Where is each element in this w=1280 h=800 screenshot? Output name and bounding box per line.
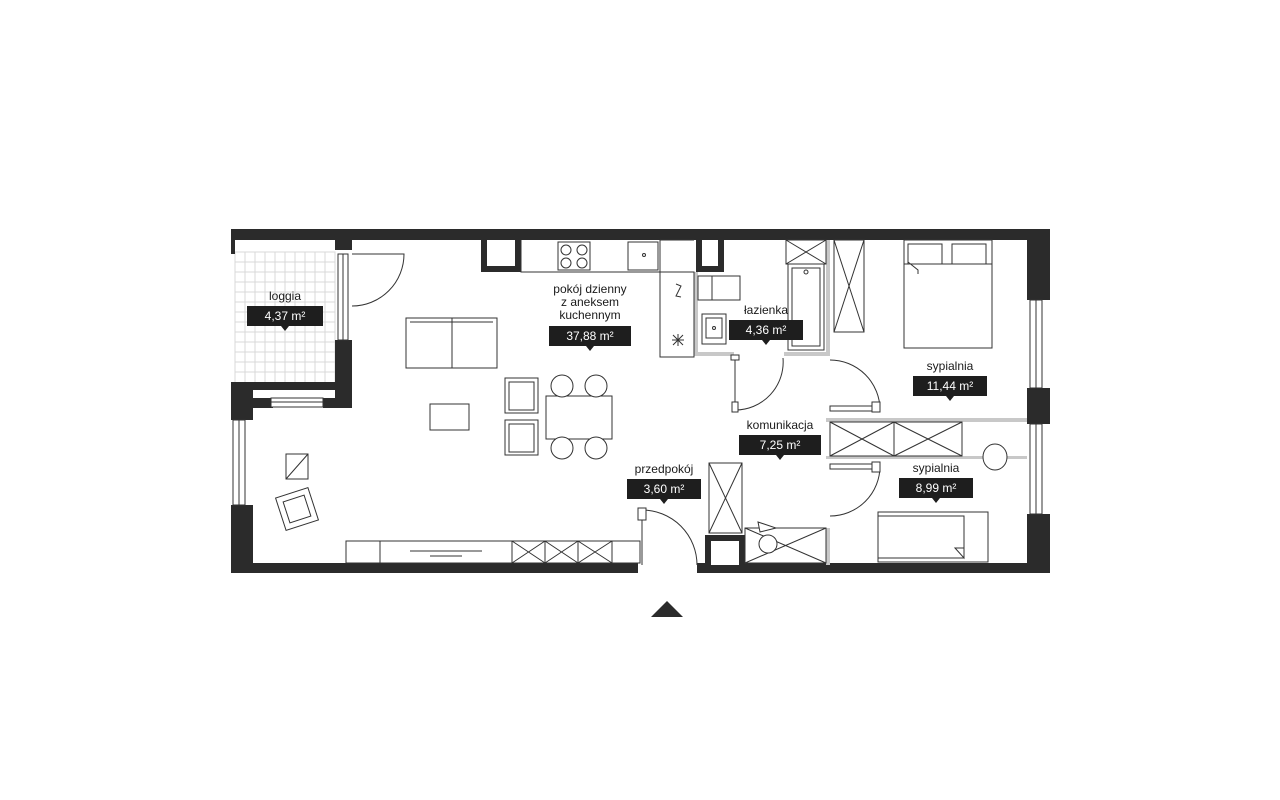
room-loggia: loggia 4,37 m² [247,289,323,331]
room-area-badge: 3,60 m² [627,479,701,504]
exterior-walls [231,229,1050,573]
room-corridor: komunikacja 7,25 m² [739,418,821,460]
room-label: łazienka [743,303,789,317]
room-area-badge: 7,25 m² [739,435,821,460]
room-hall: przedpokój 3,60 m² [627,462,701,504]
room-bedroom-1: sypialnia 11,44 m² [913,359,987,401]
room-bathroom: łazienka 4,36 m² [729,303,803,345]
door-hinges [637,354,881,521]
room-living: pokój dzienny z aneksem kuchennym 37,88 … [549,282,631,351]
room-area-badge: 37,88 m² [549,326,631,351]
room-label: sypialnia [912,461,960,475]
room-label: sypialnia [926,359,974,373]
room-bedroom-2: sypialnia 8,99 m² [899,461,973,503]
room-area-badge: 4,36 m² [729,320,803,345]
room-label: loggia [268,289,302,303]
room-label: komunikacja [746,418,814,432]
room-area-badge: 4,37 m² [247,306,323,331]
room-area-badge: 11,44 m² [913,376,987,401]
entrance-arrow-icon [651,601,683,617]
windows [232,253,1043,515]
room-area-badge: 8,99 m² [899,478,973,503]
room-label: przedpokój [634,462,694,476]
room-label: pokój dzienny z aneksem kuchennym [553,282,627,322]
interior-partitions [694,240,1027,565]
furniture [274,239,1008,564]
